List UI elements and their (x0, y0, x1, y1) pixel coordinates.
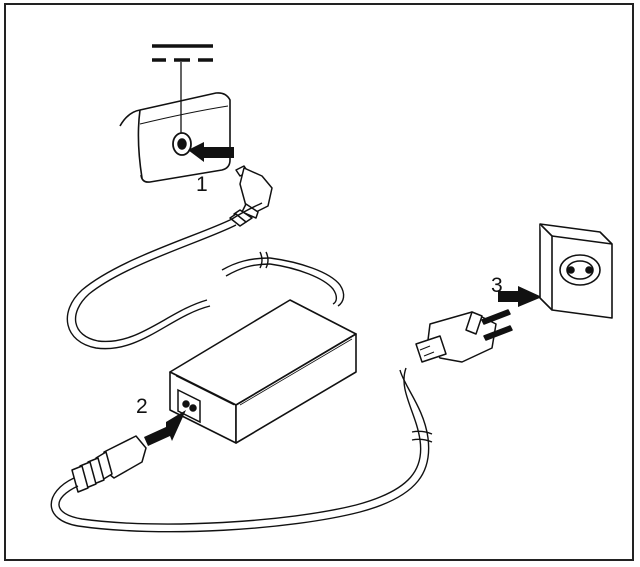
ac-connector-icon (71, 435, 147, 493)
ac-cable-break-mark (411, 430, 433, 443)
ac-inlet-socket-icon (177, 388, 201, 424)
mains-plug-icon (415, 309, 513, 363)
dc-cable-break-mark (259, 251, 269, 269)
wall-socket-icon (539, 223, 613, 319)
step-1-label: 1 (196, 173, 208, 196)
step-3-label: 3 (491, 274, 503, 297)
figure-frame (4, 3, 634, 561)
power-adapter (169, 299, 357, 444)
arrow-2-icon (144, 410, 186, 446)
dc-cable (66, 202, 345, 350)
arrow-1-icon (188, 142, 234, 162)
step-2-label: 2 (136, 395, 148, 418)
dc-plug-icon (229, 165, 273, 227)
dc-in-socket-icon (172, 132, 192, 156)
dc-symbol-icon (152, 44, 213, 62)
notebook-side-panel (119, 92, 231, 183)
arrow-3-icon (498, 286, 542, 307)
